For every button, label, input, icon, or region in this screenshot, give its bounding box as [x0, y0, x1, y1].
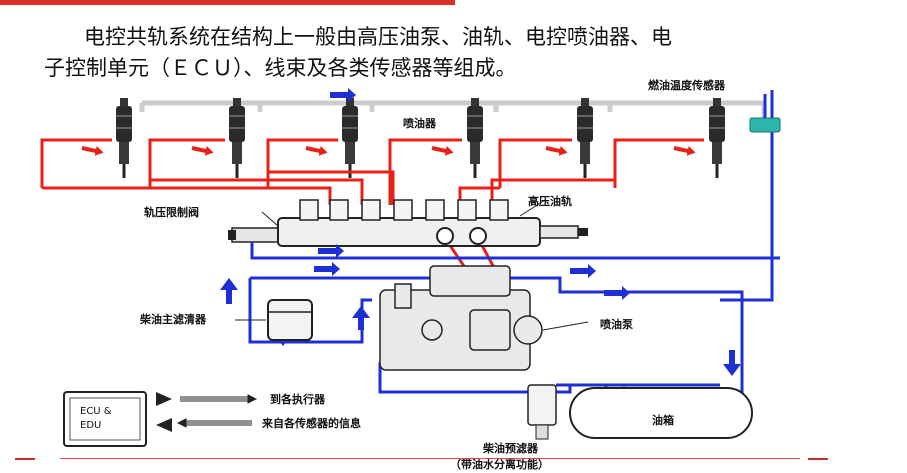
label-edu: EDU	[80, 420, 101, 431]
injector-2	[227, 96, 247, 180]
injector-3	[340, 96, 360, 180]
rail-pressure-sensor	[539, 225, 579, 239]
fuel-tank	[569, 387, 753, 439]
fuel-prefilter	[527, 384, 557, 440]
label-prefilter-note: （带油水分离功能）	[450, 457, 549, 471]
top-accent-bar	[0, 0, 455, 5]
label-fuel-temp-sensor: 燃油温度传感器	[647, 78, 726, 92]
label-high-pressure-rail: 高压油轨	[528, 194, 572, 208]
bottom-rule-right	[808, 458, 828, 460]
injector-4	[465, 96, 485, 180]
bottom-rule-left	[15, 458, 35, 460]
label-prefilter: 柴油预滤器	[482, 441, 539, 455]
fuel-temperature-sensor	[749, 117, 781, 133]
intro-line-1: 电控共轨系统在结构上一般由高压油泵、油轨、电控喷油器、电	[84, 25, 672, 49]
label-injector: 喷油器	[403, 116, 437, 130]
low-pressure-lines	[248, 90, 780, 400]
label-injection-pump: 喷油泵	[600, 317, 633, 331]
bottom-rule	[60, 458, 800, 459]
ecu-edu-unit	[63, 391, 172, 447]
high-pressure-rail	[277, 217, 541, 247]
injector-5	[575, 96, 595, 180]
label-from-sensors: 来自各传感器的信息	[261, 416, 361, 430]
label-ecu: ECU &	[80, 406, 112, 417]
label-main-filter: 柴油主滤清器	[139, 312, 207, 326]
label-fuel-tank: 油箱	[652, 413, 674, 427]
rail-pressure-valve	[231, 227, 279, 243]
intro-line-2: 子控制单元（ＥＣＵ）、线束及各类传感器等组成。	[44, 56, 517, 80]
injection-pump	[379, 265, 543, 371]
label-to-actuators: 到各执行器	[270, 392, 326, 406]
injector-group	[114, 96, 727, 180]
rail-assembly	[228, 199, 588, 247]
leader-lines	[235, 199, 589, 331]
injector-6	[707, 96, 727, 180]
main-fuel-filter	[267, 299, 313, 341]
label-rail-pressure-valve: 轨压限制阀	[144, 205, 199, 219]
signal-arrows	[176, 394, 258, 428]
intro-paragraph: 电控共轨系统在结构上一般由高压油泵、油轨、电控喷油器、电 子控制单元（ＥＣＵ）、…	[44, 22, 804, 84]
injector-1	[114, 96, 134, 180]
